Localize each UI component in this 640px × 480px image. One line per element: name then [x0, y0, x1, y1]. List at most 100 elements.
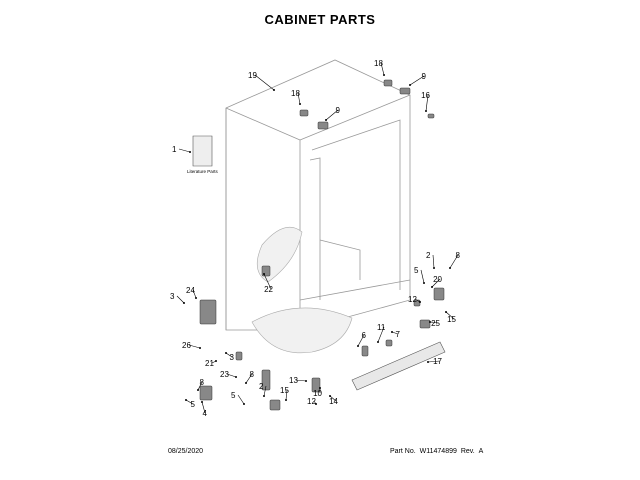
callout-leader-line — [432, 254, 435, 269]
callout-leader-line — [285, 389, 288, 401]
callout-arrowhead — [305, 380, 307, 382]
callout-arrowhead — [243, 403, 245, 405]
callout-label: 25 — [431, 319, 440, 328]
callout-label: 3 — [230, 353, 235, 362]
callout-label: 19 — [248, 71, 257, 80]
callout-arrowhead — [419, 301, 421, 303]
callout-leader-line — [431, 278, 441, 288]
callout-leader-line — [449, 254, 459, 269]
part-glyph — [269, 399, 281, 411]
callout-leader-line — [254, 74, 275, 91]
callout-leader-line — [176, 295, 185, 304]
callout-leader-line — [192, 289, 197, 299]
callout-leader-line — [188, 344, 201, 349]
part-glyph — [419, 319, 431, 329]
callout-arrowhead — [325, 119, 327, 121]
part-glyph — [199, 299, 217, 325]
callout-arrowhead — [449, 267, 451, 269]
callout-label: 5 — [231, 391, 236, 400]
callout-leader-line — [420, 269, 425, 284]
part-glyph — [427, 113, 435, 119]
callout-leader-line — [380, 62, 385, 76]
callout-label: 15 — [280, 386, 289, 395]
callout-label: 9 — [336, 106, 341, 115]
callout-label: 24 — [186, 286, 195, 295]
callout-label: 16 — [421, 91, 430, 100]
callout-leader-line — [226, 373, 237, 378]
part-no-value: W11474899 — [419, 448, 457, 455]
callout-label: 5 — [191, 400, 196, 409]
callout-label: 1 — [172, 145, 177, 154]
callout-leader-line — [325, 109, 339, 121]
callout-arrowhead — [431, 286, 433, 288]
part-glyph — [317, 121, 329, 130]
callout-arrowhead — [315, 403, 317, 405]
callout-arrowhead — [423, 282, 425, 284]
callout-arrowhead — [429, 321, 431, 323]
callout-leader-line — [377, 326, 385, 343]
callout-label: 18 — [291, 89, 300, 98]
callout-leader-line — [201, 401, 206, 414]
callout-label: 2 — [426, 251, 431, 260]
footer-date: 08/25/2020 — [168, 448, 204, 455]
callout-leader-line — [263, 273, 272, 290]
callout-label: 12 — [408, 295, 417, 304]
callout-label: 14 — [329, 397, 338, 406]
callout-arrowhead — [427, 361, 429, 363]
callout-leader-line — [237, 394, 245, 405]
callout-label: 8 — [456, 251, 461, 260]
callout-leader-line — [263, 385, 267, 397]
part-glyph — [199, 385, 213, 401]
callout-arrowhead — [215, 360, 217, 362]
callout-label: 10 — [313, 389, 322, 398]
callout-arrowhead — [329, 395, 331, 397]
part-glyph — [385, 339, 393, 347]
callout-arrowhead — [225, 352, 227, 354]
callout-label: 3 — [170, 292, 175, 301]
callout-arrowhead — [235, 376, 237, 378]
callout-arrowhead — [199, 347, 201, 349]
callout-label: 13 — [289, 376, 298, 385]
part-glyph — [261, 369, 271, 391]
callout-arrowhead — [445, 311, 447, 313]
part-glyph — [361, 345, 369, 357]
callout-arrowhead — [433, 267, 435, 269]
callout-arrowhead — [377, 341, 379, 343]
callout-arrowhead — [409, 84, 411, 86]
callout-leader-line — [329, 395, 337, 402]
part-glyph — [235, 351, 243, 361]
callout-leader-line — [185, 399, 194, 405]
callout-arrowhead — [263, 273, 265, 275]
callout-leader-line — [197, 381, 203, 391]
cabinet-outline — [225, 59, 411, 331]
callout-leader-line — [445, 311, 455, 320]
callout-arrowhead — [299, 103, 301, 105]
callout-leader-line — [425, 94, 429, 112]
part-glyph — [299, 109, 309, 117]
callout-leader-line — [295, 379, 307, 382]
callout-label: 9 — [422, 72, 427, 81]
part-glyphs — [199, 79, 445, 411]
callout-leader-line — [225, 352, 233, 358]
callout-label: 2 — [259, 382, 264, 391]
callout-label: 4 — [203, 409, 208, 418]
callout-label: 5 — [414, 266, 419, 275]
callout-label: 8 — [200, 378, 205, 387]
callout-arrowhead — [425, 110, 427, 112]
callout-label: 12 — [307, 397, 316, 406]
callout-label: 22 — [264, 285, 273, 294]
part-glyph — [433, 287, 445, 301]
callout-leader-line — [178, 148, 191, 153]
part-no-label: Part No. — [390, 448, 416, 455]
callout-label: 26 — [182, 341, 191, 350]
callout-label: 17 — [433, 357, 442, 366]
callout-arrowhead — [185, 399, 187, 401]
rev-label: Rev. — [460, 448, 475, 455]
callout-label: 15 — [447, 315, 456, 324]
callout-leader-line — [409, 75, 425, 86]
callout-arrowhead — [201, 401, 203, 403]
callout-label: 23 — [220, 370, 229, 379]
callout-arrowhead — [357, 345, 359, 347]
part-glyph — [383, 79, 393, 87]
callout-arrowhead — [245, 382, 247, 384]
